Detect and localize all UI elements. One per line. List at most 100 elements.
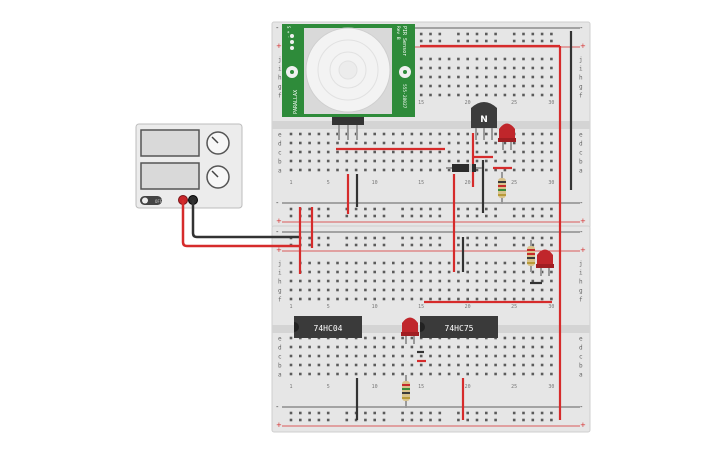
rail-hole[interactable] [326,236,330,240]
terminal-hole[interactable] [494,132,497,136]
terminal-hole[interactable] [485,141,488,145]
terminal-hole[interactable] [475,372,479,376]
terminal-hole[interactable] [345,159,349,163]
terminal-hole[interactable] [326,279,330,283]
terminal-hole[interactable] [326,150,330,154]
rail-hole[interactable] [317,411,321,415]
terminal-hole[interactable] [326,168,330,172]
rail-hole[interactable] [308,418,311,422]
terminal-hole[interactable] [531,66,535,70]
terminal-hole[interactable] [466,132,469,136]
rail-hole[interactable] [419,39,423,43]
resistor-3[interactable] [402,375,410,408]
terminal-hole[interactable] [531,354,535,358]
terminal-hole[interactable] [364,372,367,376]
terminal-hole[interactable] [522,336,525,340]
terminal-hole[interactable] [382,372,386,376]
rail-hole[interactable] [326,411,330,415]
terminal-hole[interactable] [299,345,302,349]
terminal-hole[interactable] [550,66,553,70]
terminal-hole[interactable] [540,93,544,97]
terminal-hole[interactable] [457,57,460,61]
terminal-hole[interactable] [457,363,460,367]
terminal-hole[interactable] [401,279,404,283]
terminal-hole[interactable] [392,336,395,340]
terminal-hole[interactable] [401,261,404,265]
terminal-hole[interactable] [512,363,516,367]
terminal-hole[interactable] [503,66,507,70]
rail-hole[interactable] [475,411,479,415]
terminal-hole[interactable] [419,132,423,136]
terminal-hole[interactable] [531,270,535,274]
terminal-hole[interactable] [447,159,451,163]
terminal-hole[interactable] [494,345,497,349]
terminal-hole[interactable] [336,150,339,154]
terminal-hole[interactable] [512,141,516,145]
terminal-hole[interactable] [382,261,386,265]
terminal-hole[interactable] [401,132,404,136]
rail-hole[interactable] [382,207,386,211]
rail-hole[interactable] [531,207,535,211]
terminal-hole[interactable] [326,270,330,274]
rail-hole[interactable] [512,32,516,36]
terminal-hole[interactable] [345,288,349,292]
rail-hole[interactable] [531,32,535,36]
rail-hole[interactable] [317,214,321,218]
terminal-hole[interactable] [475,279,479,283]
terminal-hole[interactable] [429,93,432,97]
terminal-hole[interactable] [540,168,544,172]
terminal-hole[interactable] [429,354,432,358]
terminal-hole[interactable] [522,345,525,349]
terminal-hole[interactable] [512,270,516,274]
terminal-hole[interactable] [299,141,302,145]
terminal-hole[interactable] [466,261,469,265]
terminal-hole[interactable] [531,159,535,163]
rail-hole[interactable] [494,39,497,43]
rail-hole[interactable] [438,214,442,218]
rail-hole[interactable] [382,418,386,422]
rail-hole[interactable] [308,411,311,415]
terminal-hole[interactable] [326,132,330,136]
rail-hole[interactable] [308,243,311,247]
terminal-hole[interactable] [447,84,451,88]
terminal-hole[interactable] [485,168,488,172]
rail-hole[interactable] [382,243,386,247]
terminal-hole[interactable] [401,345,404,349]
terminal-hole[interactable] [550,150,553,154]
terminal-hole[interactable] [503,159,507,163]
terminal-hole[interactable] [364,354,367,358]
rail-hole[interactable] [485,207,488,211]
terminal-hole[interactable] [522,132,525,136]
terminal-hole[interactable] [382,336,386,340]
terminal-hole[interactable] [512,75,516,79]
rail-hole[interactable] [317,236,321,240]
rail-hole[interactable] [466,32,469,36]
terminal-hole[interactable] [531,132,535,136]
rail-hole[interactable] [475,207,479,211]
rail-hole[interactable] [531,39,535,43]
terminal-hole[interactable] [308,297,311,301]
rail-hole[interactable] [522,32,525,36]
terminal-hole[interactable] [429,75,432,79]
terminal-hole[interactable] [419,288,423,292]
rail-hole[interactable] [429,207,432,211]
terminal-hole[interactable] [550,132,553,136]
terminal-hole[interactable] [373,279,376,283]
terminal-hole[interactable] [550,288,553,292]
terminal-hole[interactable] [494,297,497,301]
terminal-hole[interactable] [550,75,553,79]
terminal-hole[interactable] [326,354,330,358]
terminal-hole[interactable] [503,84,507,88]
terminal-hole[interactable] [466,84,469,88]
terminal-hole[interactable] [354,168,358,172]
terminal-hole[interactable] [503,141,507,145]
terminal-hole[interactable] [364,345,367,349]
terminal-hole[interactable] [457,279,460,283]
terminal-hole[interactable] [457,84,460,88]
led-bottom[interactable] [401,317,419,345]
terminal-hole[interactable] [345,150,349,154]
terminal-hole[interactable] [494,75,497,79]
terminal-hole[interactable] [373,336,376,340]
rail-hole[interactable] [326,418,330,422]
terminal-hole[interactable] [503,345,507,349]
